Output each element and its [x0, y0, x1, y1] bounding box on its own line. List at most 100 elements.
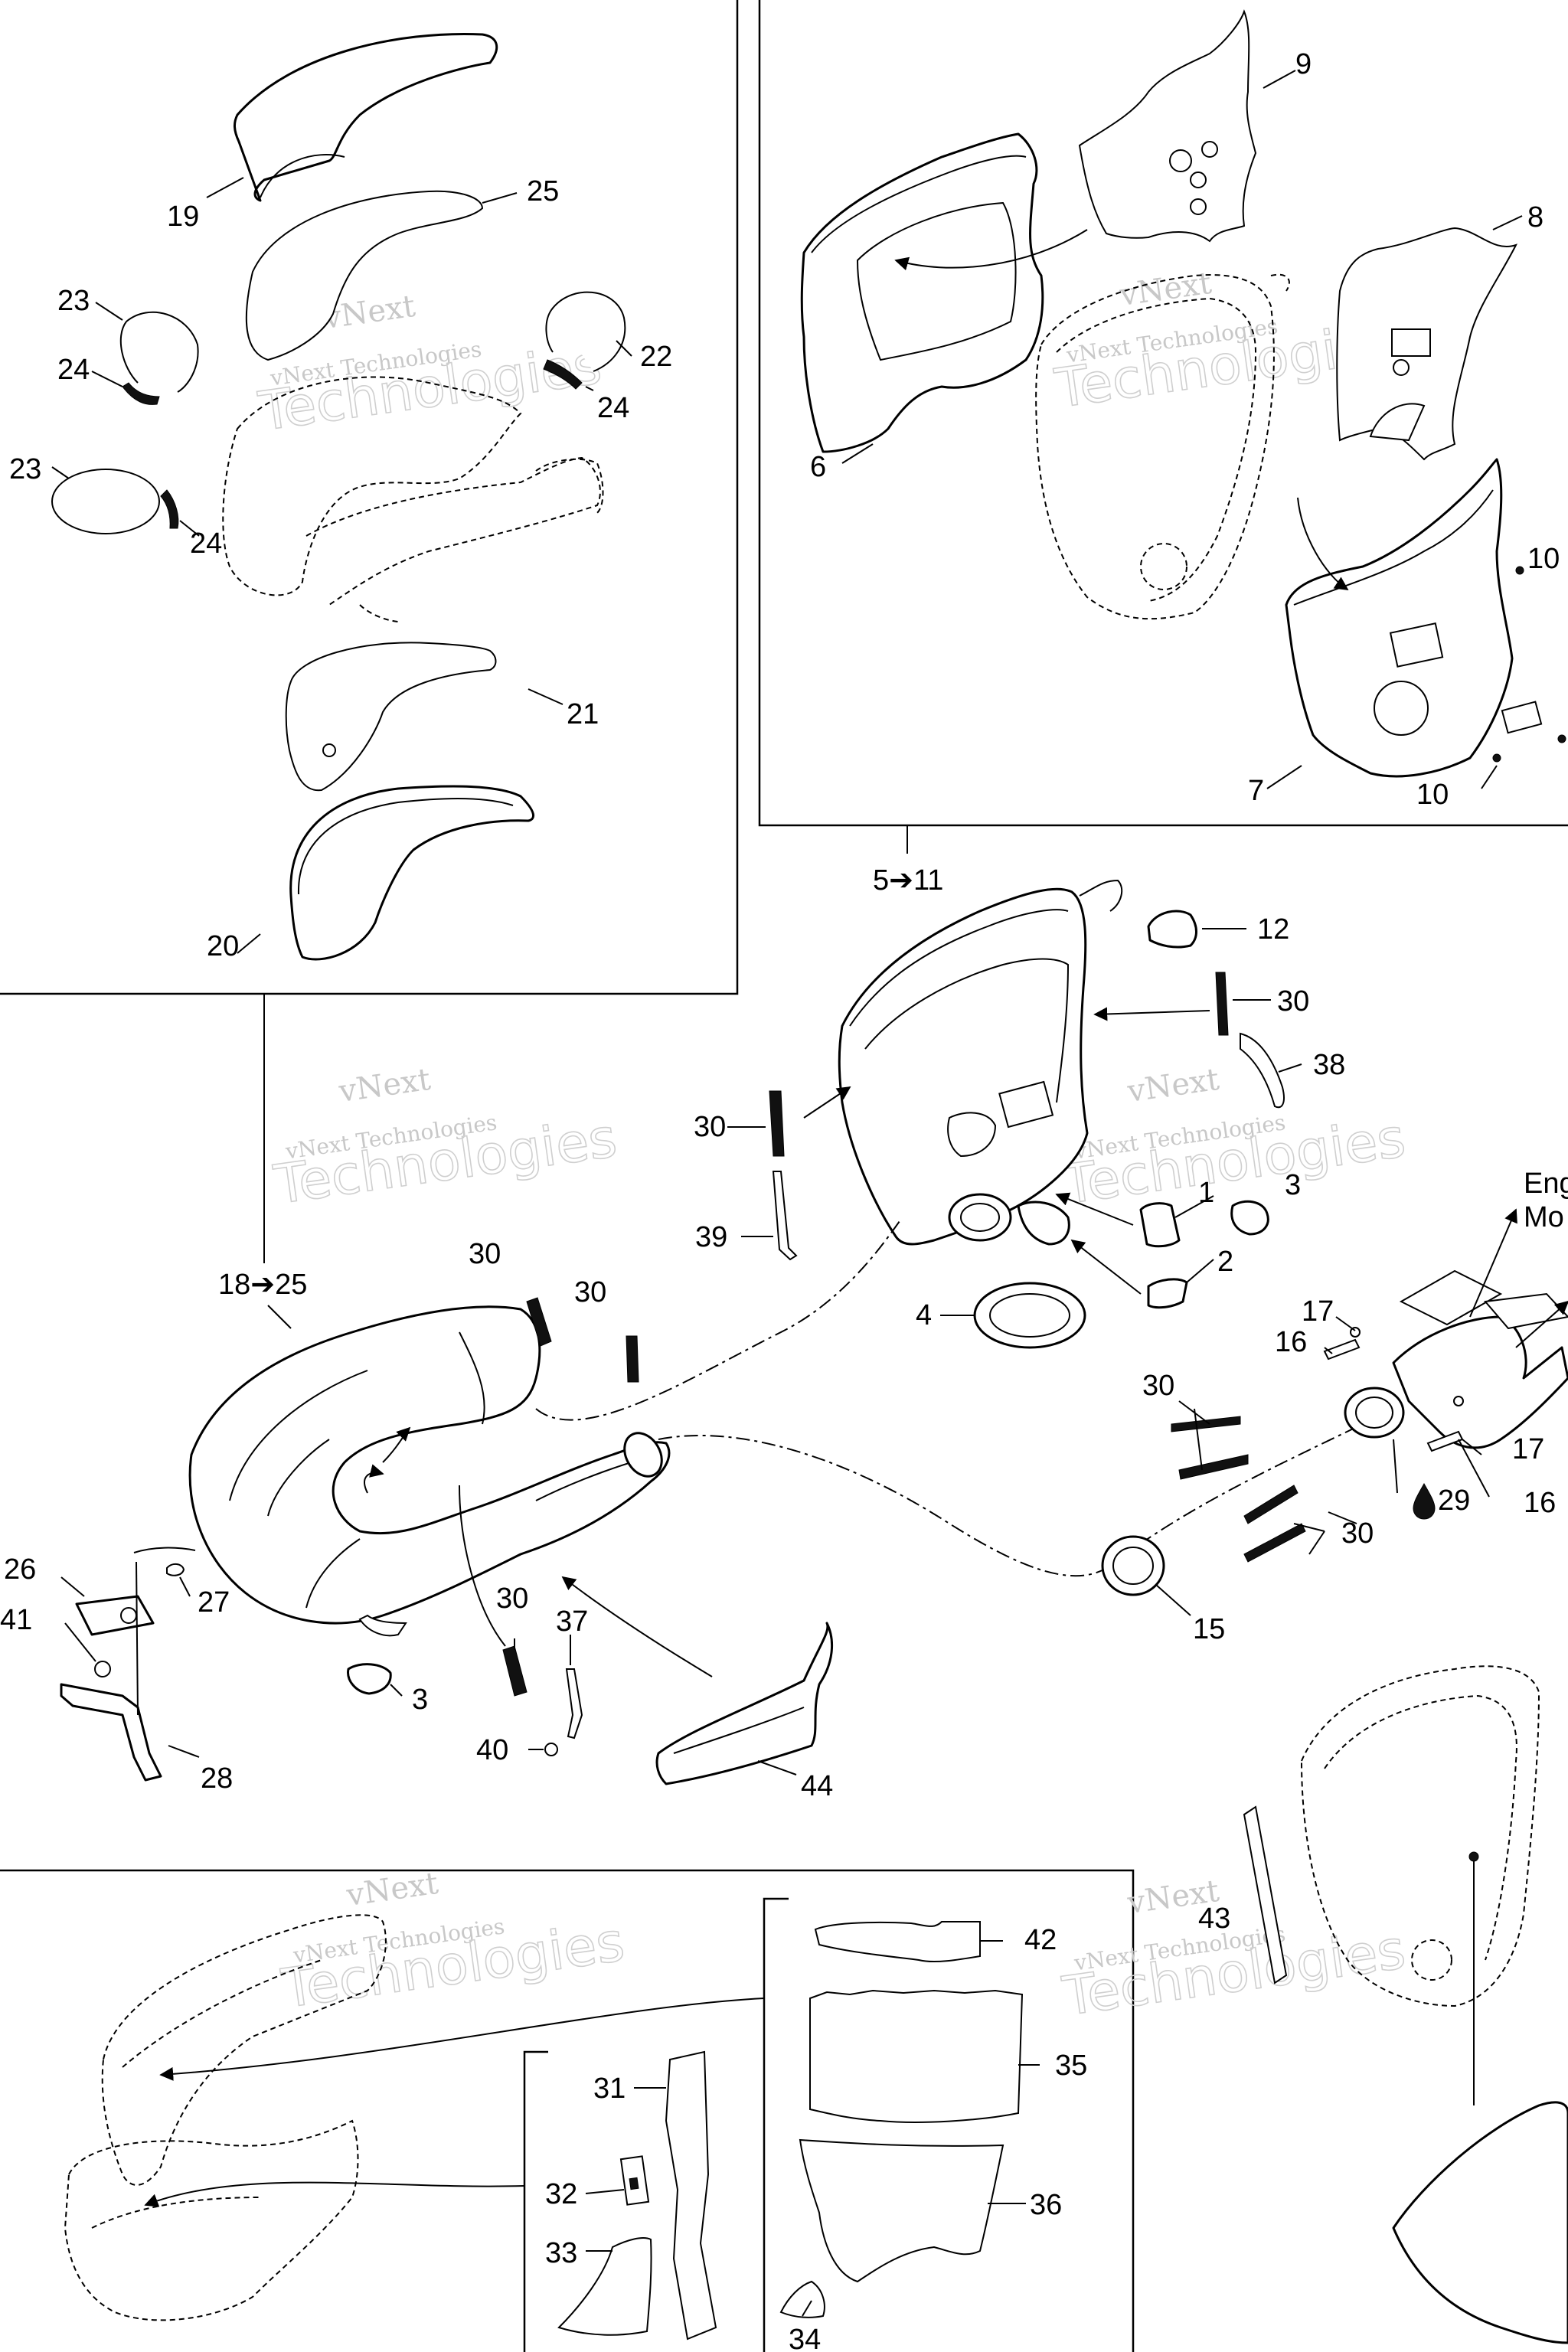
screw-16-upper — [1323, 1338, 1361, 1361]
inset-pipe-shields — [51, 33, 626, 961]
pipe-band — [267, 1439, 330, 1517]
arrow-to-upper-cover — [159, 1998, 765, 2081]
manifold-body — [1392, 1315, 1568, 1449]
callout-2: 2 — [1217, 1246, 1233, 1278]
callout-18-25: 18➔25 — [218, 1269, 307, 1301]
callout-34: 34 — [789, 2324, 821, 2352]
cover-lower-right — [1392, 2101, 1568, 2344]
inset-lower-covers — [64, 1914, 1024, 2341]
spring-30 — [769, 1090, 785, 1157]
spring-link — [459, 1485, 506, 1647]
callout-7: 7 — [1248, 775, 1264, 807]
ghost-muffler-lower-port — [1411, 1939, 1452, 1981]
spring-24-right — [543, 359, 583, 390]
spring-30-pair — [1243, 1485, 1298, 1524]
spring-30 — [502, 1645, 528, 1697]
callout-39: 39 — [695, 1221, 727, 1253]
muffler-hanger-bar — [1079, 879, 1123, 912]
ghost-muffler-lower-inner — [1324, 1694, 1517, 1961]
callout-9: 9 — [1295, 48, 1312, 80]
ghost-muffler-lower — [1300, 1665, 1540, 2007]
muffler-bead — [864, 958, 1070, 1103]
muffler-sensor-box — [998, 1080, 1054, 1129]
callout-5-11: 5➔11 — [873, 864, 943, 897]
shield-21-hole — [322, 743, 336, 757]
wm-brand: vNext — [1125, 1062, 1221, 1109]
heat-shield-19-edge — [260, 154, 345, 198]
callout-35: 35 — [1055, 2050, 1087, 2082]
ghost-tuned-pipe — [222, 376, 604, 622]
strip-43 — [1243, 1805, 1288, 1984]
pipe-mount — [358, 1614, 407, 1637]
clamp-ring-23-upper — [119, 311, 199, 393]
strip-42 — [814, 1921, 981, 1963]
rivet-10 — [1557, 734, 1566, 743]
rivet-10 — [1515, 566, 1524, 575]
cover-6-rim — [811, 155, 1027, 253]
cover-link-dot — [1468, 1851, 1479, 1862]
bumper-2 — [1147, 1278, 1188, 1309]
callout-leaders — [51, 70, 1523, 2317]
callout-30-left: 30 — [694, 1111, 726, 1143]
route-pipe-to-muffler — [535, 1220, 900, 1421]
bracket-26 — [75, 1595, 155, 1636]
bracket-38 — [1240, 1032, 1285, 1109]
arrow-spring-30-right — [1093, 1007, 1210, 1021]
strip-31 — [665, 2050, 717, 2341]
callout-44: 44 — [801, 1770, 833, 1802]
callout-engine-line2: Mo — [1524, 1201, 1564, 1233]
heat-sheet-9 — [1078, 9, 1257, 243]
sheet-9-hole — [1190, 198, 1207, 215]
spring-30 — [626, 1335, 639, 1383]
pipe-hardware — [60, 1485, 834, 1785]
callout-20: 20 — [207, 930, 239, 962]
frame-top-left — [0, 0, 739, 995]
callout-40: 40 — [476, 1734, 508, 1766]
arrow-pipe-2 — [364, 1464, 384, 1494]
bracket-39 — [772, 1171, 798, 1261]
callout-23-lower: 23 — [9, 453, 41, 485]
heat-shield-44 — [655, 1622, 834, 1785]
spring-24-upper — [122, 382, 160, 405]
callout-engine-line1: Eng — [1524, 1168, 1568, 1200]
callout-21: 21 — [567, 698, 599, 730]
callout-4: 4 — [916, 1299, 932, 1331]
callout-22: 22 — [640, 341, 672, 373]
grommet-3 — [1230, 1200, 1269, 1236]
callout-37: 37 — [556, 1606, 588, 1638]
panel-35 — [809, 1989, 1024, 2123]
callout-3-lower: 3 — [412, 1684, 428, 1716]
cover-7-hole — [1374, 681, 1429, 736]
arrow-7 — [1297, 497, 1349, 590]
callout-41: 41 — [0, 1604, 32, 1636]
sheet-9-hole — [1169, 149, 1192, 172]
pipe-band — [459, 1331, 485, 1425]
callout-31: 31 — [593, 2073, 626, 2105]
callout-36: 36 — [1030, 2189, 1062, 2221]
bracket-26-hole — [120, 1607, 137, 1624]
sheet-8-hole — [1393, 359, 1410, 376]
screw-40 — [544, 1743, 558, 1756]
spring-24-lower — [160, 489, 179, 529]
cover-6-inner — [856, 201, 1017, 361]
sheet-9-hole — [1190, 172, 1207, 188]
callout-6: 6 — [810, 451, 826, 483]
callout-27: 27 — [198, 1586, 230, 1619]
seal-4-inner — [989, 1293, 1070, 1338]
spring-30-pair — [1171, 1416, 1241, 1432]
patch-33 — [557, 2237, 652, 2336]
arrow-engine-mount-2 — [1515, 1300, 1568, 1348]
rubber-mount-12 — [1147, 910, 1197, 949]
callout-26: 26 — [4, 1553, 36, 1586]
callout-8: 8 — [1527, 201, 1544, 234]
callout-12: 12 — [1257, 913, 1289, 946]
rivet-10 — [1492, 753, 1501, 763]
tuned-pipe-assembly — [188, 1297, 671, 1637]
callout-19: 19 — [167, 201, 199, 233]
callouts: 19 25 23 24 22 24 23 24 21 20 9 8 6 10 7… — [0, 48, 1568, 2352]
callout-24-upper: 24 — [57, 354, 90, 386]
callout-32: 32 — [545, 2178, 577, 2210]
spring-30 — [526, 1297, 552, 1347]
shield-20-inner — [297, 798, 514, 895]
muffler-inlet — [1017, 1200, 1070, 1246]
